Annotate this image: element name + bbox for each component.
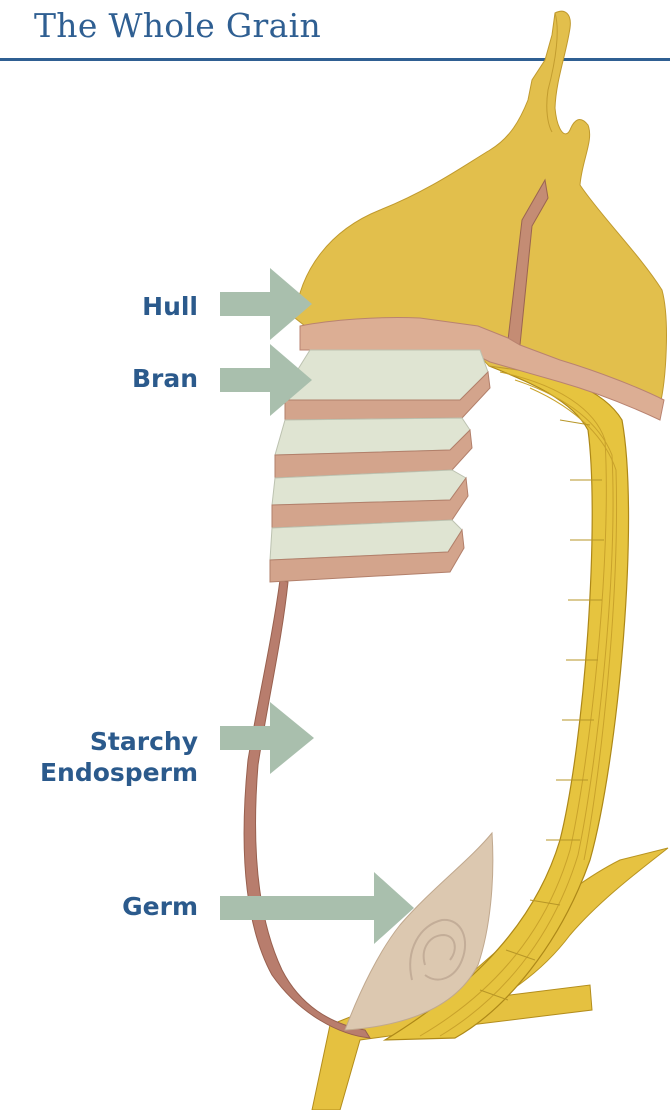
hull-label-text: Hull [142,291,198,322]
germ-label-text: Germ [122,891,198,922]
bran-label-text: Bran [132,363,198,394]
hull-label: Hull [142,291,198,322]
starchy-endosperm-label-line1: Starchy [40,726,198,757]
hull-arrow [220,268,312,340]
bran-label: Bran [132,363,198,394]
starchy-endosperm-label: Starchy Endosperm [40,726,198,788]
starchy-endosperm-label-line2: Endosperm [40,757,198,788]
pericarp-outline [244,580,370,1038]
germ-label: Germ [122,891,198,922]
